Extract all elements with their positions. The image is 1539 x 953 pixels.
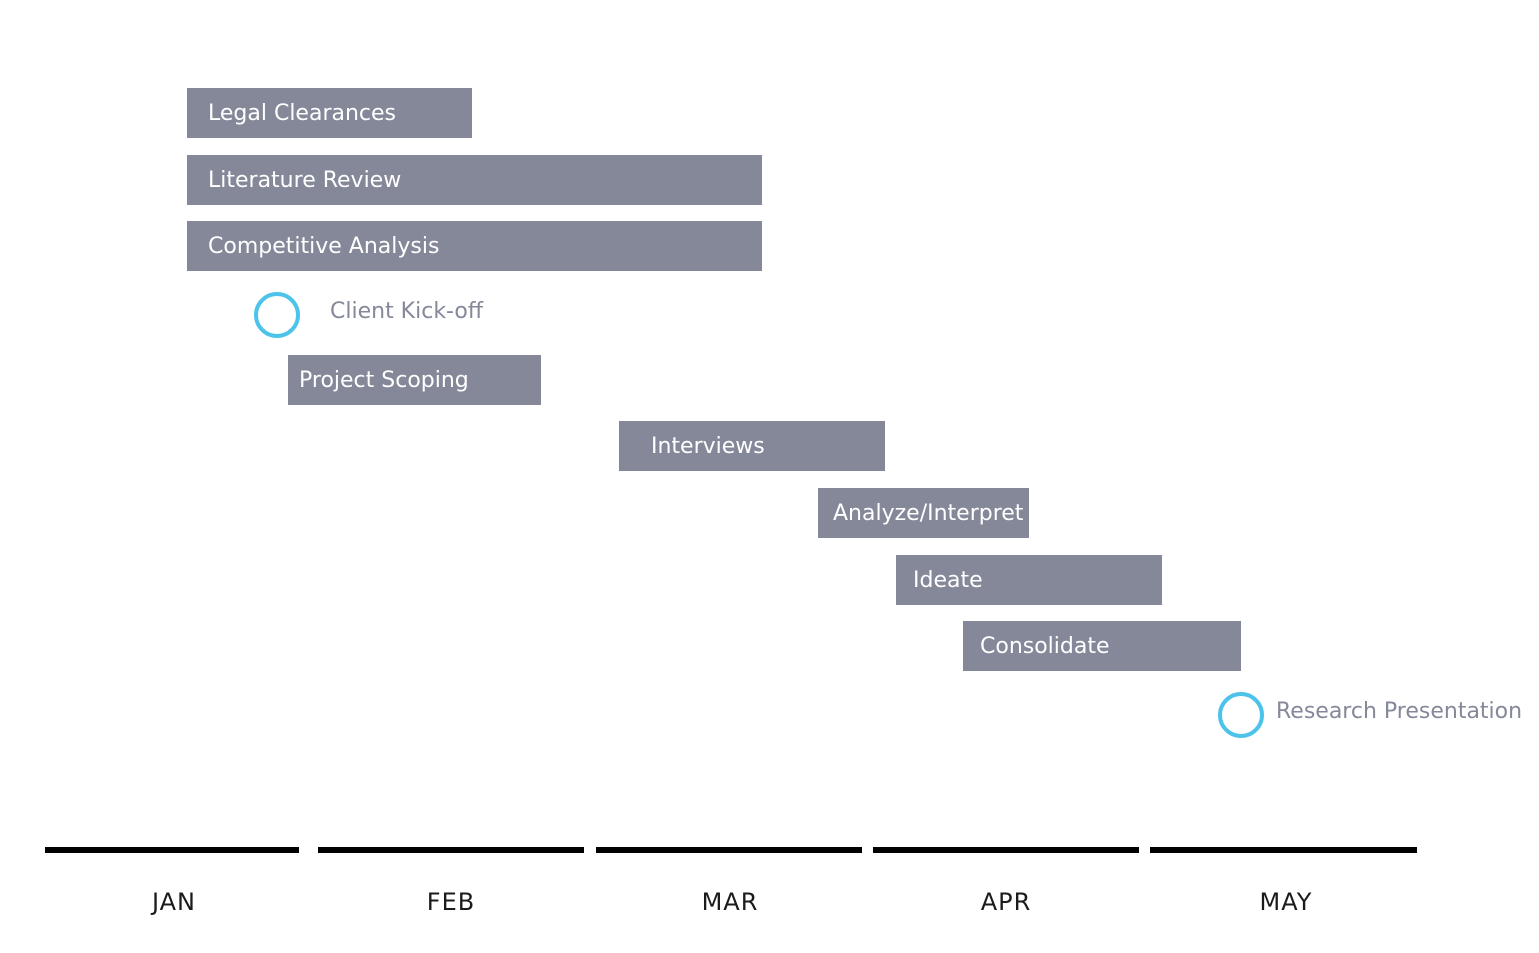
milestone-circle-icon	[254, 292, 300, 338]
task-bar-interviews: Interviews	[619, 421, 885, 471]
month-label-apr: APR	[980, 888, 1032, 916]
milestone-label: Research Presentation	[1276, 699, 1523, 724]
month-label-feb: FEB	[426, 888, 476, 916]
task-label: Competitive Analysis	[208, 234, 440, 259]
task-label: Interviews	[651, 434, 765, 459]
task-bar-ideate: Ideate	[896, 555, 1162, 605]
task-bar-legal-clearances: Legal Clearances	[187, 88, 472, 138]
month-rule-jan	[45, 847, 299, 853]
month-rule-apr	[873, 847, 1139, 853]
task-bar-analyze-interpret: Analyze/Interpret	[818, 488, 1029, 538]
task-bar-consolidate: Consolidate	[963, 621, 1241, 671]
milestone-circle-icon	[1218, 692, 1264, 738]
milestone-label: Client Kick-off	[330, 299, 484, 324]
task-label: Project Scoping	[299, 368, 469, 393]
month-rule-feb	[318, 847, 584, 853]
task-bar-literature-review: Literature Review	[187, 155, 762, 205]
task-label: Literature Review	[208, 168, 402, 193]
month-label-jan: JAN	[151, 888, 197, 916]
task-label: Legal Clearances	[208, 101, 397, 126]
month-label-may: MAY	[1259, 888, 1313, 916]
month-label-mar: MAR	[701, 888, 759, 916]
month-rule-mar	[596, 847, 862, 853]
month-rule-may	[1150, 847, 1417, 853]
task-bar-competitive-analysis: Competitive Analysis	[187, 221, 762, 271]
task-label: Consolidate	[980, 634, 1110, 659]
task-bar-project-scoping: Project Scoping	[288, 355, 541, 405]
task-label: Ideate	[913, 568, 983, 593]
task-label: Analyze/Interpret	[833, 501, 1024, 526]
